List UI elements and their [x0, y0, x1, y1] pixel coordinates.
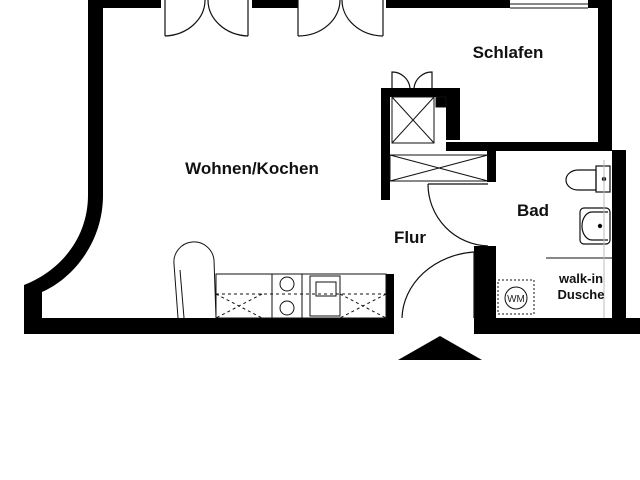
- wall-top-2: [252, 0, 298, 8]
- toilet-icon: [565, 165, 611, 193]
- wall-left-outer: [88, 0, 103, 195]
- wall-entry-stub: [386, 274, 394, 334]
- room-label-schlafen: Schlafen: [473, 43, 544, 62]
- washing-machine-icon: WM: [497, 279, 535, 315]
- room-label-wohnen-kochen: Wohnen/Kochen: [185, 159, 319, 178]
- walls: [24, 0, 640, 334]
- wall-top-1: [103, 0, 161, 8]
- wall-closet-right: [446, 88, 460, 140]
- wall-closet-top: [381, 88, 453, 97]
- room-label-flur: Flur: [394, 228, 426, 247]
- kitchen-counter: [173, 241, 387, 319]
- wall-flur-right: [474, 246, 496, 334]
- door-top-right: [297, 0, 384, 37]
- washbasin-icon: [579, 207, 611, 245]
- wall-curved-outer: [24, 195, 103, 322]
- wall-top-3: [386, 0, 510, 8]
- hob-burner-icon: [279, 276, 295, 292]
- entrance-marker-icon: [398, 336, 482, 360]
- room-label-bad: Bad: [517, 201, 549, 220]
- wall-partition-bed: [381, 88, 390, 200]
- wall-top-4: [588, 0, 612, 8]
- closet-cabinet: [391, 96, 447, 144]
- room-label-dusche-line1: walk-in: [558, 271, 603, 286]
- hob-burner-icon: [279, 300, 295, 316]
- wall-bed-bottom: [446, 142, 612, 151]
- wall-bottom-bath: [474, 318, 640, 334]
- wall-bath-left-top: [487, 142, 496, 182]
- sink-basin-icon: [315, 281, 337, 297]
- wall-right-outer: [598, 0, 612, 150]
- wardrobe: [389, 154, 489, 182]
- washing-machine-label: WM: [507, 294, 525, 305]
- door-closet: [391, 71, 433, 89]
- door-entrance: [401, 251, 475, 319]
- door-top-left: [164, 0, 249, 37]
- wall-bath-right: [612, 150, 626, 334]
- room-label-dusche-line2: Dusche: [558, 287, 605, 302]
- door-bath: [427, 183, 489, 247]
- wall-bottom-living: [24, 318, 394, 334]
